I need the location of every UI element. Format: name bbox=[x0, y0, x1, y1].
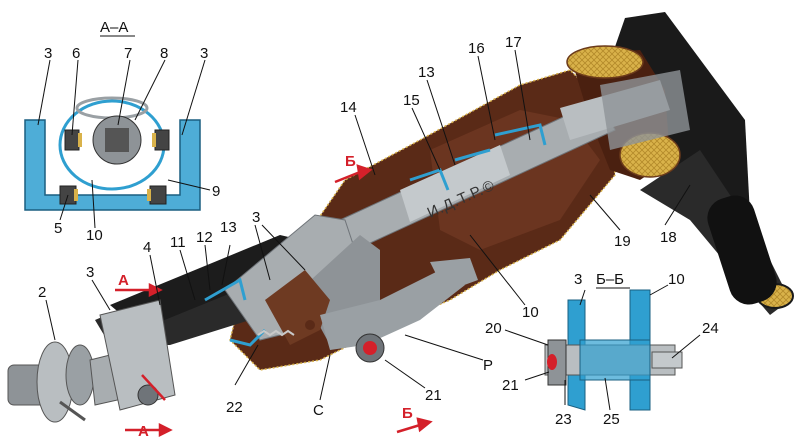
callout-17: 17 bbox=[505, 34, 522, 51]
callout-aa-6: 6 bbox=[72, 45, 80, 62]
callout-14: 14 bbox=[340, 99, 357, 116]
pivot-bolt bbox=[355, 333, 385, 363]
callout-13-top: 13 bbox=[418, 64, 435, 81]
callout-bb-24: 24 bbox=[702, 320, 719, 337]
callout-10-main: 10 bbox=[522, 304, 539, 321]
cut-label-a-bottom: А bbox=[138, 423, 149, 440]
callout-16: 16 bbox=[468, 40, 485, 57]
callout-bb-20: 20 bbox=[485, 320, 502, 337]
callout-aa-3-left: 3 bbox=[44, 45, 52, 62]
callout-11: 11 bbox=[170, 234, 186, 251]
callout-aa-3-right: 3 bbox=[200, 45, 208, 62]
callout-aa-5: 5 bbox=[54, 220, 62, 237]
callout-aa-10: 10 bbox=[86, 227, 103, 244]
callout-4: 4 bbox=[143, 239, 151, 256]
callout-aa-9: 9 bbox=[212, 183, 220, 200]
callout-bb-23: 23 bbox=[555, 411, 572, 428]
section-aa bbox=[24, 96, 201, 211]
callout-3-mid: 3 bbox=[252, 209, 260, 226]
callout-c: C bbox=[313, 402, 324, 419]
callout-bb-3: 3 bbox=[574, 271, 582, 288]
section-bb-title: Б–Б bbox=[596, 271, 624, 288]
callout-aa-7: 7 bbox=[124, 45, 132, 62]
callout-p: P bbox=[483, 357, 493, 374]
cut-label-b-top: Б bbox=[345, 153, 356, 170]
callout-13-left: 13 bbox=[220, 219, 237, 236]
callout-22: 22 bbox=[226, 399, 243, 416]
callout-15: 15 bbox=[403, 92, 420, 109]
callout-18: 18 bbox=[660, 229, 677, 246]
callout-2: 2 bbox=[38, 284, 46, 301]
callout-bb-10: 10 bbox=[668, 271, 685, 288]
cut-markers bbox=[115, 164, 433, 438]
spring bbox=[257, 329, 295, 337]
callout-12: 12 bbox=[196, 229, 213, 246]
callout-19: 19 bbox=[614, 233, 631, 250]
leader-lines bbox=[37, 49, 701, 411]
section-aa-title: А–А bbox=[100, 19, 128, 36]
section-bb bbox=[544, 289, 683, 411]
callout-21-main: 21 bbox=[425, 387, 442, 404]
universal-joint bbox=[7, 299, 176, 423]
cut-label-b-bottom: Б bbox=[402, 405, 413, 422]
callout-bb-21: 21 bbox=[502, 377, 519, 394]
callout-aa-8: 8 bbox=[160, 45, 168, 62]
cut-label-a-top: А bbox=[118, 272, 129, 289]
callout-bb-25: 25 bbox=[603, 411, 620, 428]
callout-3-left: 3 bbox=[86, 264, 94, 281]
